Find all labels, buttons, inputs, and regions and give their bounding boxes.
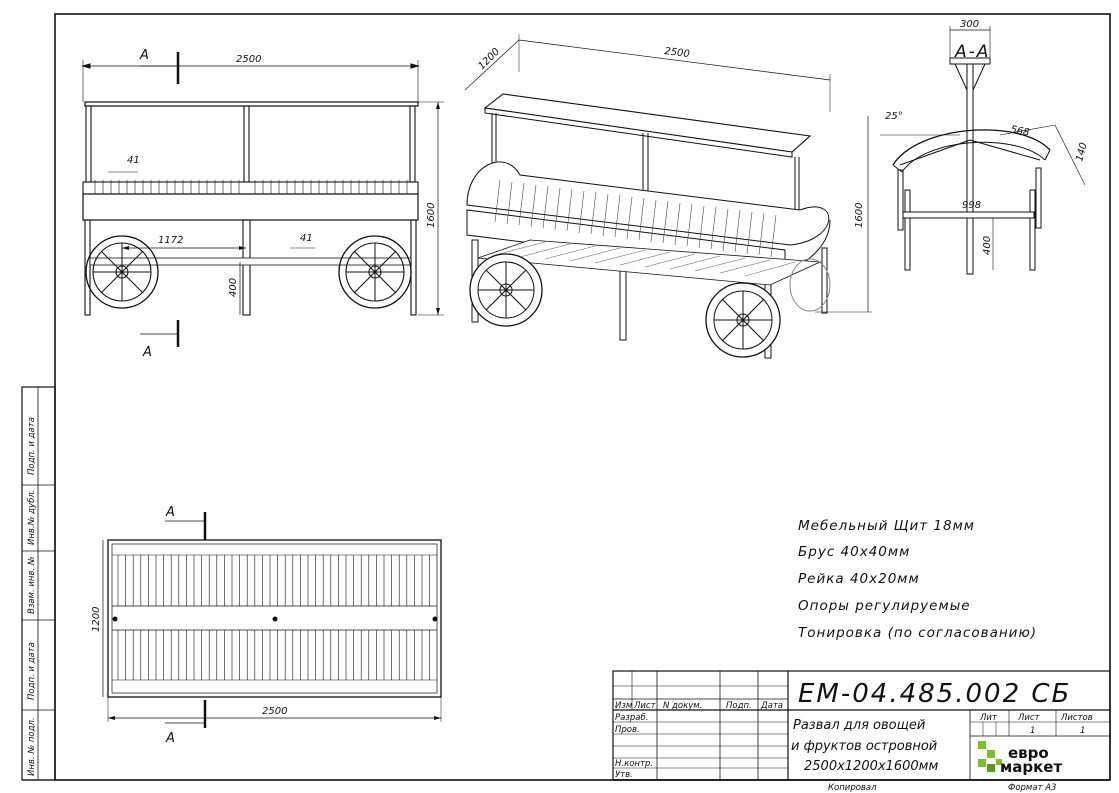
evromarket-logo: евро маркет <box>978 741 1062 776</box>
inner-frame <box>54 13 1111 781</box>
side-stamp: Подп. и дата Инв.№ дубл. Взам. инв. № По… <box>21 386 56 781</box>
role-utv: Утв. <box>615 770 633 780</box>
dim-front-width: 2500 <box>236 54 261 65</box>
col-data: Дата <box>760 701 783 711</box>
note-toning: Тонировка (по согласованию) <box>798 625 1037 641</box>
note-beam: Брус 40х40мм <box>798 544 910 560</box>
lit-label: Лит <box>979 713 998 723</box>
dim-slat-gap-top: 41 <box>127 155 140 166</box>
dim-front-height: 1600 <box>426 203 437 228</box>
role-razrab: Разраб. <box>615 713 648 723</box>
note-slat: Рейка 40х20мм <box>798 571 920 587</box>
section-view <box>880 26 1086 275</box>
dim-iso-height: 1600 <box>854 203 865 228</box>
role-nkontr: Н.контр. <box>615 759 653 769</box>
section-title: А-А <box>954 42 990 62</box>
dim-iso-width: 2500 <box>664 46 691 60</box>
note-supports: Опоры регулируемые <box>798 598 971 614</box>
plan-view <box>102 512 442 728</box>
logo-word-1: евро <box>1008 744 1049 762</box>
doc-number: ЕМ-04.485.002 СБ <box>798 679 1071 709</box>
format-label: Формат А3 <box>1008 783 1056 793</box>
plan-section-mark-top: А <box>165 505 175 520</box>
product-name-3: 2500х1200х1600мм <box>804 759 938 774</box>
product-name-1: Развал для овощей <box>793 718 925 733</box>
dim-section-top: 300 <box>960 19 979 30</box>
dim-section-width: 998 <box>962 200 981 211</box>
dim-roof-height: 140 <box>1074 141 1090 162</box>
dim-roof-length: 568 <box>1009 124 1030 139</box>
note-panel: Мебельный Щит 18мм <box>798 518 975 534</box>
title-block <box>612 670 1111 781</box>
sheet-value: 1 <box>1030 726 1035 736</box>
dim-roof-angle: 25° <box>885 111 903 122</box>
dim-plan-width: 2500 <box>262 706 287 717</box>
dim-slat-gap-bottom: 41 <box>300 233 313 244</box>
sheets-label: Листов <box>1060 713 1093 723</box>
dim-section-leg: 400 <box>982 236 993 255</box>
stamp-label-1: Подп. и дата <box>27 417 37 475</box>
copied-label: Копировал <box>828 783 877 793</box>
dim-wheel-offset: 1172 <box>158 235 183 246</box>
front-view <box>80 52 444 347</box>
sheet-label: Лист <box>1017 713 1041 723</box>
col-docnum: N докум. <box>663 701 702 711</box>
col-list: Лист <box>633 701 657 711</box>
section-mark-bottom: А <box>142 345 152 360</box>
section-mark-top: А <box>139 48 149 63</box>
isometric-view <box>464 34 872 359</box>
logo-word-2: маркет <box>1000 758 1062 776</box>
col-podp: Подп. <box>726 701 752 711</box>
col-izm: Изм <box>615 701 633 711</box>
stamp-label-3: Взам. инв. № <box>27 556 37 614</box>
product-name-2: и фруктов островной <box>791 739 937 754</box>
dim-leg-height: 400 <box>228 278 239 297</box>
plan-section-mark-bottom: А <box>165 731 175 746</box>
role-prov: Пров. <box>615 725 640 735</box>
sheets-value: 1 <box>1080 726 1085 736</box>
stamp-label-5: Инв. № подл. <box>27 717 37 776</box>
dim-plan-depth: 1200 <box>91 607 102 632</box>
stamp-label-2: Инв.№ дубл. <box>27 490 37 545</box>
stamp-label-4: Подп. и дата <box>27 642 37 700</box>
